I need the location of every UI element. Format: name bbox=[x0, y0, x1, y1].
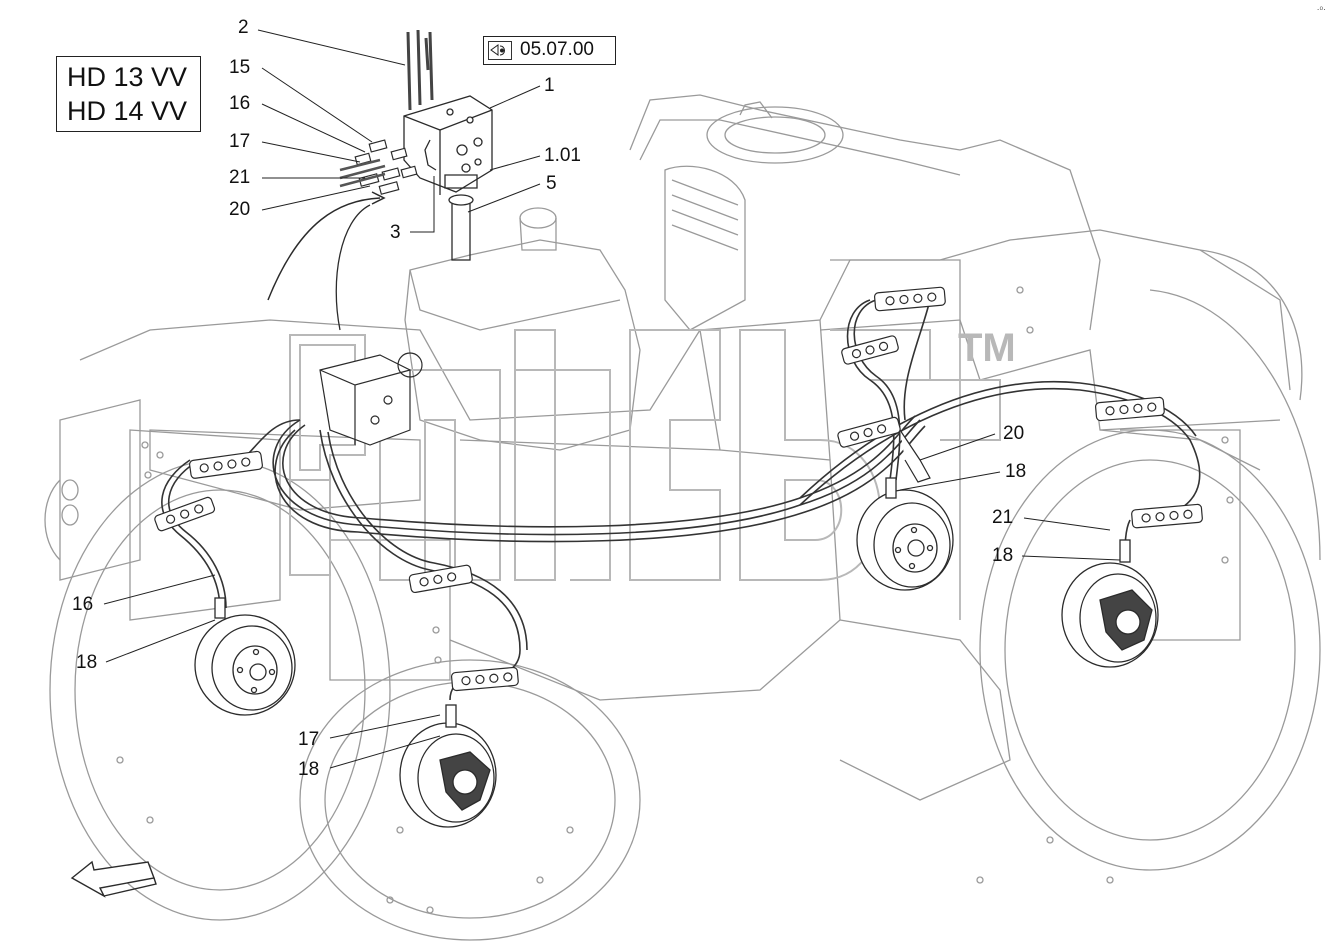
watermark-logo bbox=[289, 329, 1001, 581]
callout-17: 17 bbox=[298, 729, 320, 750]
callout-17: 17 bbox=[229, 131, 251, 152]
machine-frame bbox=[44, 94, 1321, 941]
watermark-tm: TM bbox=[958, 326, 1016, 370]
model-designation-box: HD 13 VV HD 14 VV bbox=[56, 56, 201, 132]
view-reference-icon bbox=[488, 41, 512, 60]
machine-valve bbox=[319, 352, 423, 446]
motor-right-upper bbox=[856, 477, 954, 591]
reference-box[interactable]: 05.07.00 bbox=[483, 36, 616, 65]
model-line-2: HD 14 VV bbox=[67, 96, 188, 126]
reference-code: 05.07.00 bbox=[520, 39, 594, 60]
callout-18: 18 bbox=[1005, 461, 1027, 482]
control-valve-block bbox=[403, 29, 493, 261]
callout-18: 18 bbox=[76, 652, 98, 673]
hose-clamps bbox=[154, 286, 1203, 692]
model-line-1: HD 13 VV bbox=[67, 62, 188, 92]
callout-2: 2 bbox=[238, 17, 249, 38]
callout-18: 18 bbox=[992, 545, 1014, 566]
direction-arrow-icon bbox=[70, 860, 157, 898]
leader-lines bbox=[103, 29, 1121, 769]
callout-21: 21 bbox=[229, 167, 251, 188]
motor-left bbox=[194, 597, 296, 716]
callout-18: 18 bbox=[298, 759, 320, 780]
fitting-cluster bbox=[339, 139, 418, 195]
callout-3: 3 bbox=[390, 222, 401, 243]
drive-motors bbox=[194, 477, 1159, 828]
callout-5: 5 bbox=[546, 173, 557, 194]
callout-16: 16 bbox=[229, 93, 251, 114]
callout-20: 20 bbox=[1003, 423, 1025, 444]
motor-center bbox=[399, 704, 497, 828]
callout-20: 20 bbox=[229, 199, 251, 220]
callout-16: 16 bbox=[72, 594, 94, 615]
assembly-arrow bbox=[267, 197, 381, 301]
corner-mark: ·ᵒ· bbox=[1316, 4, 1326, 14]
callout-15: 15 bbox=[229, 57, 251, 78]
callout-1: 1 bbox=[544, 75, 555, 96]
callout-1-01: 1.01 bbox=[544, 145, 581, 166]
motor-right-rear bbox=[1061, 539, 1159, 668]
callout-21: 21 bbox=[992, 507, 1014, 528]
